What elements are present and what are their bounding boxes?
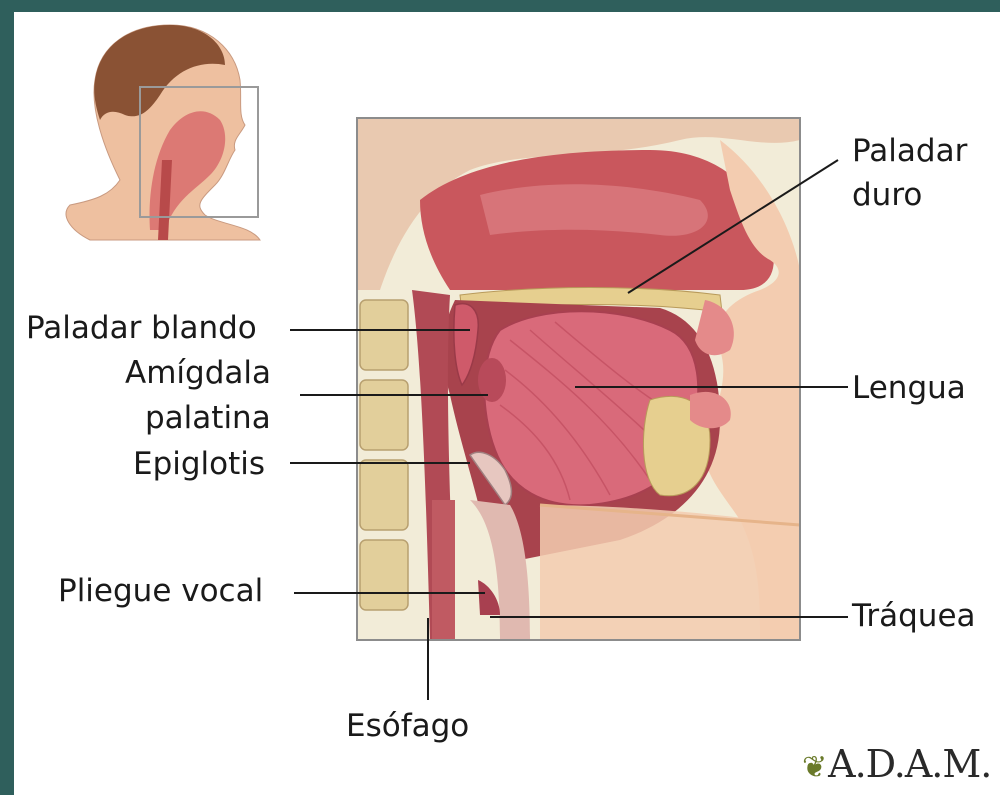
label-traquea: Tráquea bbox=[852, 598, 976, 634]
label-lengua: Lengua bbox=[852, 370, 966, 406]
label-epiglotis: Epiglotis bbox=[133, 446, 265, 482]
label-paladar-duro-line2: duro bbox=[852, 177, 922, 213]
label-esofago: Esófago bbox=[346, 708, 469, 744]
head-thumbnail bbox=[66, 25, 260, 240]
adam-logo: ❦A.D.A.M. bbox=[802, 742, 991, 790]
label-amigdala-line1: Amígdala bbox=[125, 355, 271, 391]
label-paladar-blando: Paladar blando bbox=[26, 310, 257, 346]
adam-logo-text: A.D.A.M. bbox=[828, 742, 991, 786]
label-paladar-duro-line1: Paladar bbox=[852, 133, 967, 169]
cross-section bbox=[357, 118, 800, 640]
label-amigdala-line2: palatina bbox=[145, 400, 271, 436]
label-pliegue-vocal: Pliegue vocal bbox=[58, 573, 263, 609]
leaf-icon: ❦ bbox=[802, 750, 826, 785]
